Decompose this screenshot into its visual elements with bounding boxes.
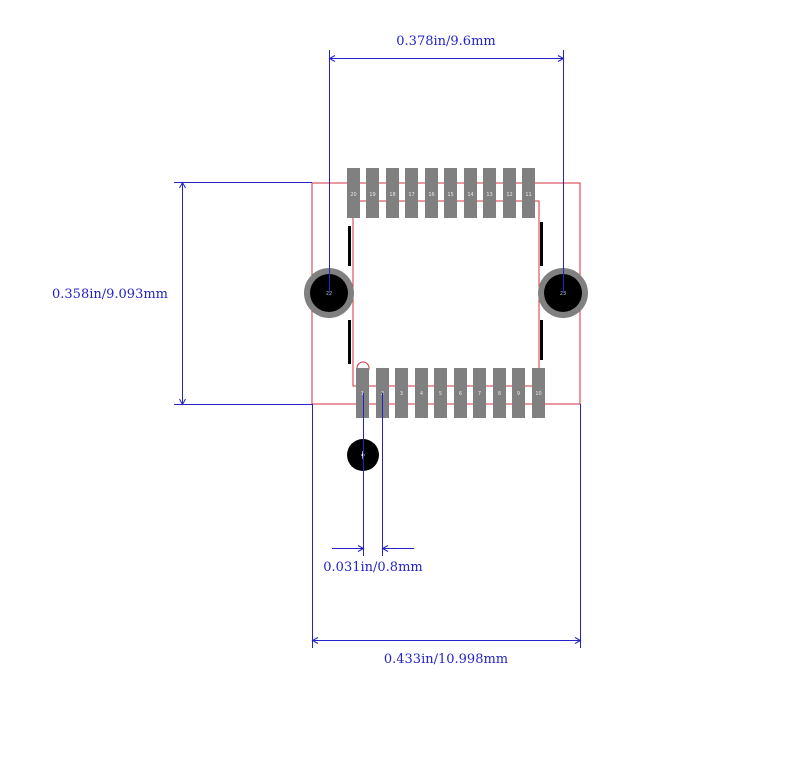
svg-text:17: 17 [408,192,414,198]
svg-text:3: 3 [400,391,403,397]
pad-20: 20 [347,168,360,218]
top-pad-row: 20 19 18 17 16 15 14 13 12 11 [347,168,535,218]
silk-bar-right-upper [540,222,543,266]
svg-text:15: 15 [447,192,453,198]
pad-4: 4 [415,368,428,418]
overall-width-dimension [311,404,582,648]
top-width-dimension [328,50,565,293]
pad-12: 12 [503,168,516,218]
svg-text:20: 20 [350,192,356,198]
svg-text:16: 16 [428,192,434,198]
body-outline [352,200,540,387]
svg-text:22: 22 [326,291,332,297]
overall-width-label: 0.433in/10.998mm [384,652,508,667]
pad-6: 6 [454,368,467,418]
pad-1: 1 [356,368,369,418]
pad-7: 7 [473,368,486,418]
svg-text:7: 7 [478,391,481,397]
svg-text:13: 13 [486,192,492,198]
silk-bar-right-lower [540,320,543,360]
svg-text:5: 5 [439,391,442,397]
svg-text:9: 9 [517,391,520,397]
bottom-pad-row: 1 2 3 4 5 6 7 8 9 10 [356,368,545,418]
pitch-dimension [332,393,414,556]
svg-text:19: 19 [369,192,375,198]
pad-18: 18 [386,168,399,218]
svg-text:10: 10 [535,391,541,397]
svg-text:4: 4 [420,391,423,397]
silk-bar-left-upper [348,226,351,266]
svg-text:14: 14 [467,192,473,198]
pad-8: 8 [493,368,506,418]
svg-text:8: 8 [498,391,501,397]
pad-14: 14 [464,168,477,218]
pad-11: 11 [522,168,535,218]
svg-text:11: 11 [525,192,531,198]
pad-15: 15 [444,168,457,218]
top-width-label: 0.378in/9.6mm [396,34,495,49]
svg-text:6: 6 [459,391,462,397]
pad-5: 5 [434,368,447,418]
svg-text:12: 12 [506,192,512,198]
pad-13: 13 [483,168,496,218]
pitch-label: 0.031in/0.8mm [323,560,422,575]
pad-17: 17 [405,168,418,218]
svg-text:1: 1 [361,391,364,397]
left-height-label: 0.358in/9.093mm [52,287,168,302]
silk-bar-left-lower [348,320,351,364]
pad-16: 16 [425,168,438,218]
svg-text:23: 23 [560,291,566,297]
svg-text:18: 18 [389,192,395,198]
pad-9: 9 [512,368,525,418]
pad-19: 19 [366,168,379,218]
pad-3: 3 [395,368,408,418]
left-height-dimension [174,181,312,406]
pad-10: 10 [532,368,545,418]
